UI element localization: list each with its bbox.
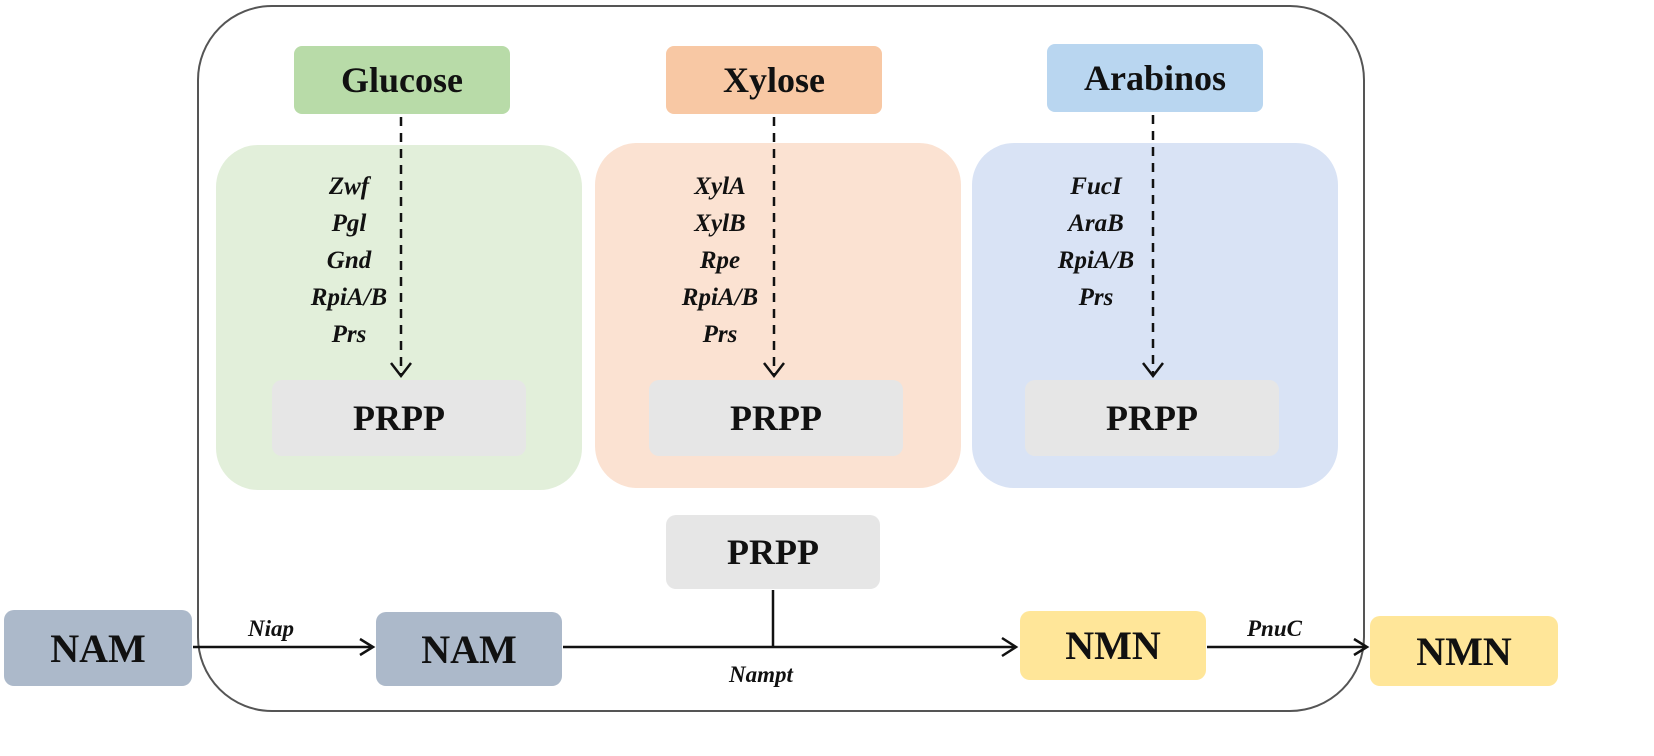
xylose-gene-list: XylA XylB Rpe RpiA/B Prs <box>655 168 785 353</box>
xylose-prpp-box: PRPP <box>649 380 903 456</box>
arrowhead <box>1353 637 1370 657</box>
gene-label: XylA <box>694 173 746 200</box>
intracellular-nam-box: NAM <box>376 612 562 686</box>
niap-label: Niap <box>248 616 294 641</box>
arrowhead <box>1001 636 1019 658</box>
central-prpp-box: PRPP <box>666 515 880 589</box>
arabinose-box: Arabinos <box>1047 44 1263 112</box>
nmn-label: NMN <box>1416 628 1512 674</box>
arrowhead <box>763 362 785 379</box>
arabinose-prpp-box: PRPP <box>1025 380 1279 456</box>
nampt-label: Nampt <box>729 662 793 687</box>
gene-label: Rpe <box>699 247 741 274</box>
gene-label: FucI <box>1070 173 1122 200</box>
intracellular-nmn-box: NMN <box>1020 611 1206 680</box>
arrowhead <box>359 637 376 657</box>
prpp-label: PRPP <box>730 398 822 438</box>
gene-label: RpiA/B <box>1057 247 1135 274</box>
xylose-label: Xylose <box>723 60 825 100</box>
xylose-box: Xylose <box>666 46 882 114</box>
gene-label: Prs <box>702 321 738 348</box>
prpp-label: PRPP <box>1106 398 1198 438</box>
extracellular-nmn-box: NMN <box>1370 616 1558 686</box>
nam-label: NAM <box>50 625 146 671</box>
arrowhead <box>1142 362 1164 379</box>
gene-label: Gnd <box>326 247 372 274</box>
nmn-label: NMN <box>1065 623 1161 668</box>
gene-label: RpiA/B <box>681 284 759 311</box>
glucose-prpp-box: PRPP <box>272 380 526 456</box>
prpp-label: PRPP <box>353 398 445 438</box>
gene-label: AraB <box>1068 210 1124 237</box>
arabinose-label: Arabinos <box>1083 58 1227 98</box>
glucose-gene-list: Zwf Pgl Gnd RpiA/B Prs <box>284 168 414 353</box>
gene-label: Zwf <box>328 173 370 200</box>
arrowhead <box>390 362 412 379</box>
gene-label: XylB <box>694 210 746 237</box>
glucose-box: Glucose <box>294 46 510 114</box>
prpp-label: PRPP <box>727 532 819 572</box>
gene-label: Prs <box>1078 284 1114 311</box>
glucose-label: Glucose <box>341 60 463 100</box>
gene-label: Prs <box>331 321 367 348</box>
extracellular-nam-box: NAM <box>4 610 192 686</box>
cell-boundary <box>197 5 1365 712</box>
gene-label: Pgl <box>331 210 367 237</box>
nam-label: NAM <box>421 626 517 672</box>
arabinose-gene-list: FucI AraB RpiA/B Prs <box>1031 168 1161 316</box>
pnuc-label: PnuC <box>1247 616 1302 641</box>
gene-label: RpiA/B <box>310 284 388 311</box>
